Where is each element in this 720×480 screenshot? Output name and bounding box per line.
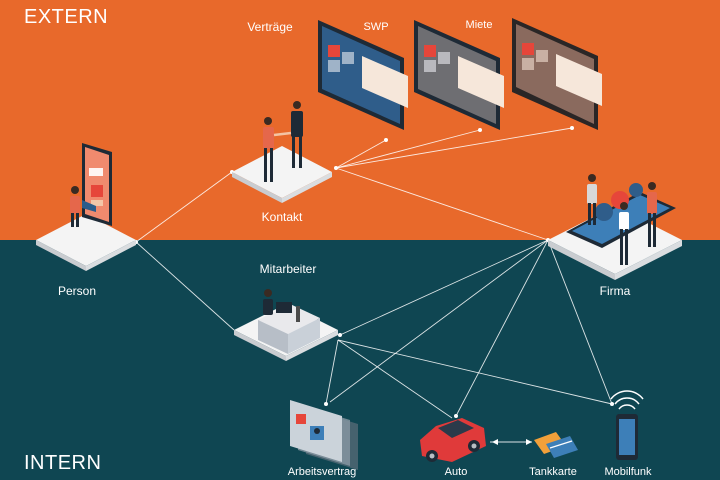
edge-kontakt-vertraege bbox=[335, 139, 387, 169]
arbeitsvertrag-illustration bbox=[290, 400, 358, 470]
node-label-mobilfunk: Mobilfunk bbox=[604, 466, 652, 478]
intern-zone bbox=[0, 240, 720, 480]
edge-firma-mobilfunk bbox=[547, 239, 613, 405]
person-illustration bbox=[36, 143, 136, 271]
edge-kontakt-miete bbox=[335, 127, 573, 169]
node-label-arbeitsvertrag: Arbeitsvertrag bbox=[287, 466, 357, 478]
node-label-vertraege: Verträge bbox=[247, 20, 293, 34]
node-label-person: Person bbox=[57, 284, 97, 298]
edge-mitarbeiter-arbeitsvertrag bbox=[325, 339, 339, 405]
node-label-kontakt: Kontakt bbox=[261, 210, 303, 224]
edge-person-mitarbeiter bbox=[135, 241, 235, 331]
edge-mitarbeiter-firma bbox=[339, 239, 549, 336]
edge-person-kontakt bbox=[135, 171, 233, 243]
firma-illustration bbox=[548, 174, 682, 280]
intern-zone-title: INTERN bbox=[24, 452, 102, 474]
edge-mitarbeiter-auto bbox=[337, 339, 453, 419]
kontakt-illustration bbox=[232, 101, 332, 203]
extern-zone-title: EXTERN bbox=[24, 6, 109, 28]
edge-firma-arbeitsvertrag bbox=[329, 239, 549, 403]
node-label-firma: Firma bbox=[599, 284, 631, 298]
edge-mitarbeiter-mobilfunk bbox=[337, 339, 613, 405]
node-label-tankkarte: Tankkarte bbox=[529, 466, 577, 478]
mobilfunk-illustration bbox=[610, 390, 644, 460]
node-label-auto: Auto bbox=[444, 466, 468, 478]
auto-illustration bbox=[420, 418, 486, 462]
edge-kontakt-swp bbox=[335, 129, 481, 169]
node-label-miete: Miete bbox=[465, 19, 493, 31]
tankkarte-illustration bbox=[534, 432, 578, 458]
vertraege-screen bbox=[318, 20, 408, 130]
edge-firma-auto bbox=[455, 239, 549, 417]
miete-screen bbox=[512, 18, 602, 130]
edge-kontakt-firma bbox=[335, 167, 549, 241]
node-label-swp: SWP bbox=[363, 21, 389, 33]
mitarbeiter-illustration bbox=[234, 289, 338, 361]
node-label-mitarbeiter: Mitarbeiter bbox=[259, 262, 317, 276]
swp-screen bbox=[414, 20, 504, 130]
